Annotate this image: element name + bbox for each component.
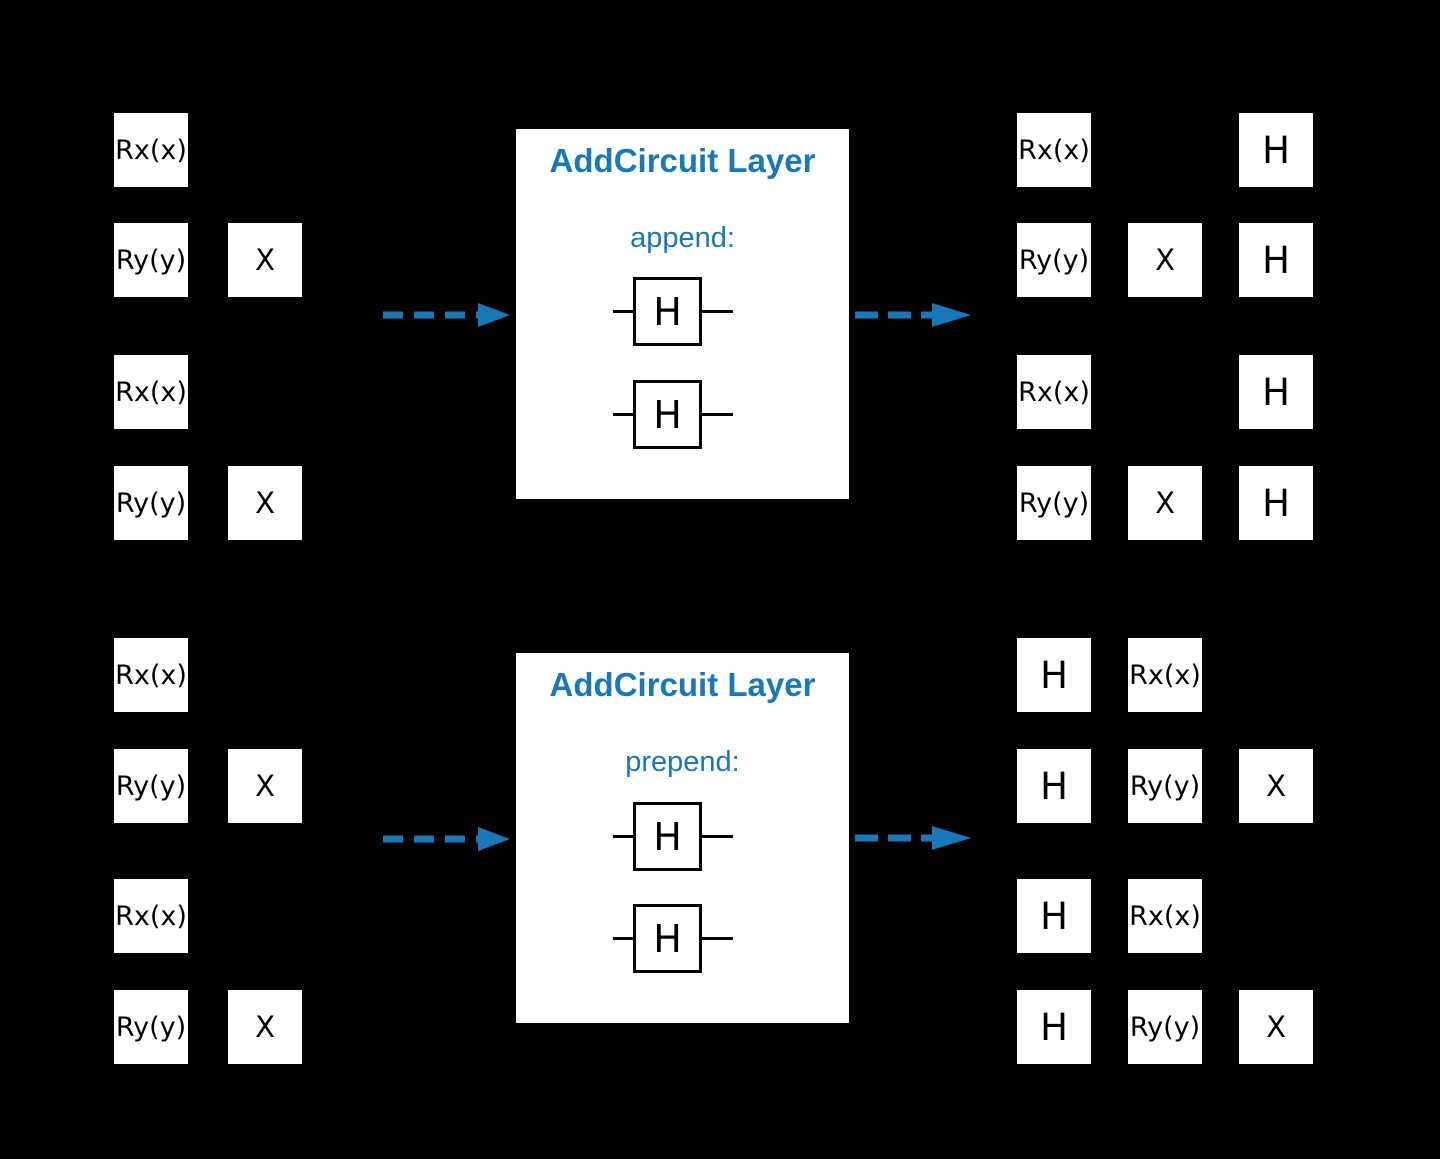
gate-box: X: [228, 223, 302, 297]
gate-box: X: [1239, 990, 1313, 1064]
gate-box: Rx(x): [1017, 355, 1091, 429]
panel-title: AddCircuit Layer: [549, 142, 816, 179]
flow-arrow-input-to-prepend: [383, 827, 510, 851]
gate-box: Ry(y): [114, 990, 188, 1064]
gate-box: X: [228, 749, 302, 823]
qubit-wire: [702, 937, 733, 940]
qubit-wire: [702, 413, 733, 416]
appended-gate-row: H: [613, 277, 733, 346]
flow-arrow-prepend-to-output: [855, 826, 971, 850]
gate-box: Rx(x): [1128, 638, 1202, 712]
qubit-wire: [613, 413, 633, 416]
qubit-wire: [702, 310, 733, 313]
flow-arrow-input-to-append: [383, 303, 510, 327]
gate-box: Ry(y): [1128, 749, 1202, 823]
addcircuit-panel-append: AddCircuit Layer append: H H: [516, 129, 849, 499]
qubit-wire: [613, 310, 633, 313]
gate-box: X: [228, 990, 302, 1064]
panel-mode-label: append:: [630, 222, 735, 254]
gate-box: X: [1239, 749, 1313, 823]
qubit-wire: [613, 937, 633, 940]
qubit-wire: [613, 835, 633, 838]
gate-box: H: [1017, 638, 1091, 712]
gate-box: Rx(x): [1128, 879, 1202, 953]
prepended-gate-row: H: [613, 802, 733, 871]
qubit-wire: [702, 835, 733, 838]
flow-arrow-append-to-output: [855, 303, 971, 327]
gate-box: Ry(y): [1017, 223, 1091, 297]
gate-box: Rx(x): [114, 638, 188, 712]
gate-box: H: [1017, 749, 1091, 823]
gate-box: Rx(x): [114, 879, 188, 953]
addcircuit-panel-prepend: AddCircuit Layer prepend: H H: [516, 653, 849, 1023]
gate-box: H: [1017, 879, 1091, 953]
gate-box: Ry(y): [1017, 466, 1091, 540]
appended-gate-row: H: [613, 380, 733, 449]
h-gate-box: H: [633, 904, 702, 973]
gate-box: X: [1128, 466, 1202, 540]
panel-title: AddCircuit Layer: [549, 666, 816, 703]
gate-box: H: [1239, 223, 1313, 297]
gate-box: X: [1128, 223, 1202, 297]
gate-box: Ry(y): [1128, 990, 1202, 1064]
gate-box: H: [1239, 113, 1313, 187]
prepended-gate-row: H: [613, 904, 733, 973]
gate-box: Rx(x): [114, 355, 188, 429]
h-gate-box: H: [633, 802, 702, 871]
gate-box: Rx(x): [114, 113, 188, 187]
h-gate-box: H: [633, 380, 702, 449]
gate-box: X: [228, 466, 302, 540]
h-gate-box: H: [633, 277, 702, 346]
gate-box: Ry(y): [114, 466, 188, 540]
gate-box: H: [1017, 990, 1091, 1064]
gate-box: Rx(x): [1017, 113, 1091, 187]
gate-box: Ry(y): [114, 223, 188, 297]
gate-box: H: [1239, 466, 1313, 540]
gate-box: Ry(y): [114, 749, 188, 823]
gate-box: H: [1239, 355, 1313, 429]
panel-mode-label: prepend:: [625, 746, 740, 778]
